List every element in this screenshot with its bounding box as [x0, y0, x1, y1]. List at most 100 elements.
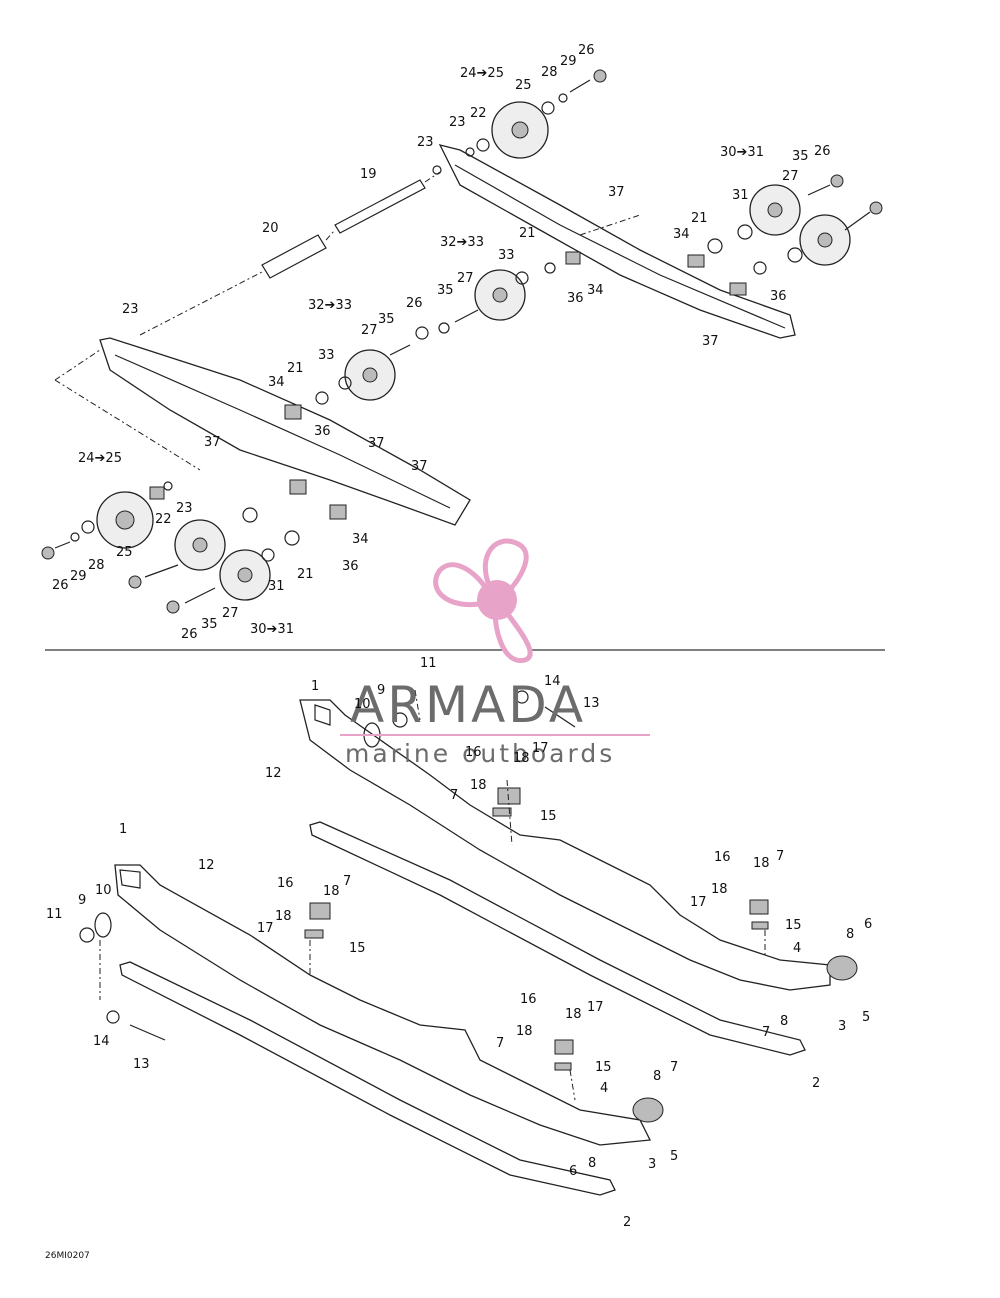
callout: 33 [318, 348, 335, 363]
callout: 3 [648, 1157, 656, 1172]
callout: 27 [457, 271, 474, 286]
callout: 17 [257, 921, 274, 936]
callout: 19 [360, 167, 377, 182]
cross-shaft-19 [334, 179, 426, 234]
callout: 18 [323, 884, 340, 899]
callout: 8 [846, 927, 854, 942]
callout: 11 [420, 656, 437, 671]
callout: 9 [78, 893, 86, 908]
stopper-upper [826, 955, 858, 981]
callout: 17 [532, 741, 549, 756]
callout: 23 [176, 501, 193, 516]
callout: 12 [265, 766, 282, 781]
callout: 27 [782, 169, 799, 184]
callout: 26 [52, 578, 69, 593]
callout: 24➔25 [78, 451, 122, 466]
diagram-id: 26MI0207 [45, 1251, 90, 1261]
callout: 28 [541, 65, 558, 80]
callout: 29 [70, 569, 87, 584]
callout: 26 [181, 627, 198, 642]
callout: 2 [812, 1076, 820, 1091]
callout: 36 [314, 424, 331, 439]
callout: 28 [88, 558, 105, 573]
callout: 33 [498, 248, 515, 263]
callout: 37 [608, 185, 625, 200]
callout: 4 [600, 1081, 608, 1096]
callout: 30➔31 [250, 622, 294, 637]
callout: 37 [411, 459, 428, 474]
callout: 36 [770, 289, 787, 304]
callout: 9 [377, 683, 385, 698]
callout: 16 [520, 992, 537, 1007]
lower-callouts: 1 10 9 11 14 13 12 16 18 17 18 7 15 16 1… [46, 656, 872, 1230]
callout: 17 [690, 895, 707, 910]
upper-left-frame [99, 337, 471, 526]
callout: 18 [753, 856, 770, 871]
callout: 36 [342, 559, 359, 574]
callout: 7 [496, 1036, 504, 1051]
callout: 18 [470, 778, 487, 793]
callout: 21 [691, 211, 708, 226]
callout: 16 [465, 745, 482, 760]
callout: 2 [623, 1215, 631, 1230]
callout: 14 [93, 1034, 110, 1049]
callout: 16 [714, 850, 731, 865]
callout: 15 [595, 1060, 612, 1075]
callout: 3 [838, 1019, 846, 1034]
lower-assembly [79, 689, 858, 1196]
callout: 35 [792, 149, 809, 164]
callout: 34 [268, 375, 285, 390]
rail-upper [299, 699, 831, 991]
callout: 15 [785, 918, 802, 933]
spacer-20 [261, 234, 327, 279]
callout: 35 [378, 312, 395, 327]
callout: 7 [343, 874, 351, 889]
upper-assembly [41, 69, 883, 614]
stopper-lower [632, 1097, 664, 1123]
callout: 7 [670, 1060, 678, 1075]
callout: 21 [287, 361, 304, 376]
callout: 7 [762, 1025, 770, 1040]
callout: 10 [95, 883, 112, 898]
callout: 36 [567, 291, 584, 306]
callout: 15 [349, 941, 366, 956]
callout: 37 [204, 435, 221, 450]
callout: 32➔33 [440, 235, 484, 250]
callout: 23 [122, 302, 139, 317]
callout: 16 [277, 876, 294, 891]
upper-callouts: 19 20 23 23 23 22 24➔25 25 28 29 26 30➔3… [52, 43, 831, 642]
callout: 26 [578, 43, 595, 58]
callout: 8 [780, 1014, 788, 1029]
callout: 29 [560, 54, 577, 69]
callout: 18 [513, 751, 530, 766]
callout: 21 [297, 567, 314, 582]
callout: 23 [449, 115, 466, 130]
callout: 8 [653, 1069, 661, 1084]
callout: 5 [670, 1149, 678, 1164]
callout: 35 [437, 283, 454, 298]
brand-tagline: marine outboards [345, 739, 615, 768]
callout: 18 [565, 1007, 582, 1022]
callout: 13 [583, 696, 600, 711]
block-16-upper-right [749, 899, 769, 915]
callout: 30➔31 [720, 145, 764, 160]
callout: 31 [268, 579, 285, 594]
callout: 1 [119, 822, 127, 837]
callout: 22 [155, 512, 172, 527]
runner-lower [119, 961, 616, 1196]
callout: 37 [702, 334, 719, 349]
callout: 7 [776, 849, 784, 864]
callout: 26 [814, 144, 831, 159]
callout: 25 [515, 78, 532, 93]
callout: 34 [352, 532, 369, 547]
callout: 10 [354, 697, 371, 712]
callout: 6 [569, 1164, 577, 1179]
callout: 34 [587, 283, 604, 298]
callout: 12 [198, 858, 215, 873]
rail-lower [114, 864, 652, 1146]
callout: 15 [540, 809, 557, 824]
callout: 27 [361, 323, 378, 338]
callout: 5 [862, 1010, 870, 1025]
callout: 31 [732, 188, 749, 203]
